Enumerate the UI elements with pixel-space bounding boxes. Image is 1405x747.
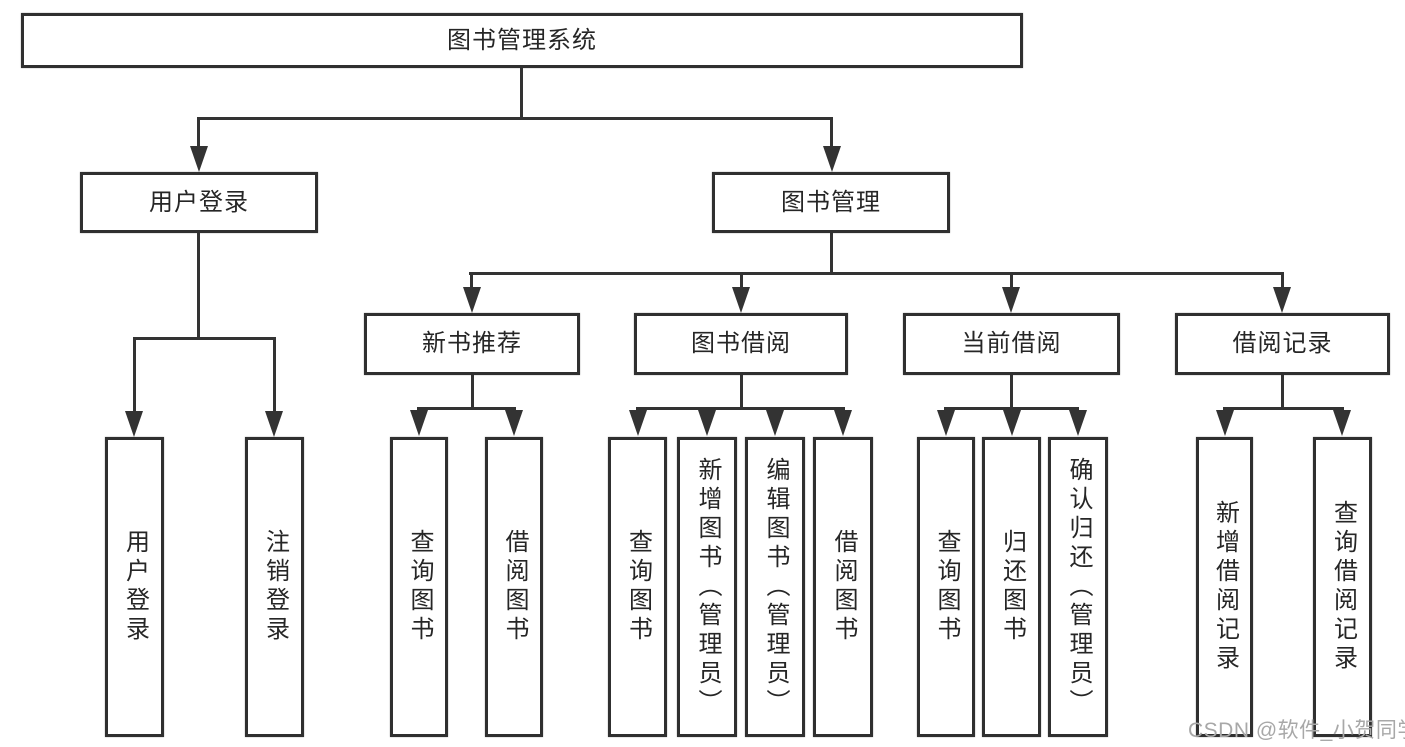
edge-book-borrow-hbar — [636, 407, 845, 410]
leaf-label: 新增图书（管理员） — [694, 456, 721, 718]
edge-stem-user-login — [197, 117, 200, 150]
leaf-query-books-current: 查询图书 — [917, 437, 975, 737]
edge-borrow-records-hbar — [1223, 407, 1344, 410]
leaf-label: 借阅图书 — [830, 529, 857, 645]
leaf-label: 新增借阅记录 — [1211, 500, 1239, 674]
node-user-login: 用户登录 — [80, 172, 318, 233]
edge-stem-current-borrow — [1010, 272, 1013, 289]
arrowhead-leaf-cb-return — [1003, 410, 1021, 436]
edge-stem-leaf-logout — [273, 337, 276, 411]
leaf-label: 借阅图书 — [501, 529, 528, 645]
node-new-book-recommendation: 新书推荐 — [364, 313, 580, 375]
arrowhead-leaf-bb-add — [698, 410, 716, 436]
leaf-label: 查询图书 — [624, 529, 652, 645]
arrowhead-leaf-br-query — [1333, 410, 1351, 436]
leaf-query-borrow-record: 查询借阅记录 — [1313, 437, 1372, 737]
watermark: CSDN @软件_小贺同学 — [1188, 719, 1405, 742]
leaf-user-login: 用户登录 — [105, 437, 164, 737]
arrowhead-leaf-cb-query — [937, 410, 955, 436]
leaf-add-books-admin: 新增图书（管理员） — [677, 437, 737, 737]
arrowhead-leaf-user-login — [125, 411, 143, 437]
edge-book-borrow-trunk — [740, 375, 743, 409]
node-label: 当前借阅 — [961, 330, 1062, 357]
edge-stem-new-book — [470, 272, 473, 289]
edge-stem-book-mgmt — [830, 117, 833, 150]
edge-new-book-trunk — [471, 375, 474, 409]
edge-current-borrow-hbar — [944, 407, 1079, 410]
leaf-borrow-books-borrowing: 借阅图书 — [813, 437, 873, 737]
arrowhead-leaf-bb-borrow — [834, 410, 852, 436]
leaf-label: 查询图书 — [406, 529, 433, 645]
leaf-label: 确认归还（管理员） — [1065, 456, 1092, 718]
edge-stem-borrow-records — [1281, 272, 1284, 289]
arrowhead-user-login — [190, 146, 208, 172]
arrowhead-leaf-nbr-borrow — [505, 410, 523, 436]
edge-user-login-hbar — [133, 337, 276, 340]
node-book-management: 图书管理 — [712, 172, 950, 233]
edge-level3-hbar — [469, 272, 1284, 275]
arrowhead-borrow-records — [1273, 287, 1291, 313]
leaf-add-borrow-record: 新增借阅记录 — [1196, 437, 1253, 737]
node-label: 图书管理 — [781, 188, 881, 216]
leaf-label: 归还图书 — [998, 529, 1026, 645]
leaf-label: 查询图书 — [933, 529, 960, 645]
node-label: 图书借阅 — [691, 330, 791, 357]
leaf-query-books-recommend: 查询图书 — [390, 437, 448, 737]
leaf-edit-books-admin: 编辑图书（管理员） — [745, 437, 805, 737]
leaf-label: 编辑图书（管理员） — [762, 456, 789, 718]
arrowhead-leaf-bb-query — [629, 410, 647, 436]
leaf-label: 查询借阅记录 — [1329, 500, 1357, 674]
arrowhead-leaf-cb-confirm — [1069, 410, 1087, 436]
edge-stem-book-borrow — [740, 272, 743, 289]
edge-current-borrow-trunk — [1010, 375, 1013, 409]
node-label: 用户登录 — [149, 188, 249, 216]
leaf-label: 注销登录 — [261, 529, 289, 645]
edge-user-login-trunk — [197, 233, 200, 339]
edge-stem-leaf-user-login — [133, 337, 136, 411]
node-label: 图书管理系统 — [447, 26, 597, 54]
leaf-borrow-books-recommend: 借阅图书 — [485, 437, 543, 737]
leaf-label: 用户登录 — [121, 529, 149, 645]
leaf-return-books: 归还图书 — [982, 437, 1041, 737]
leaf-query-books-borrowing: 查询图书 — [608, 437, 667, 737]
node-label: 新书推荐 — [422, 330, 522, 357]
arrowhead-leaf-br-add — [1216, 410, 1234, 436]
node-current-borrowing: 当前借阅 — [903, 313, 1120, 375]
node-label: 借阅记录 — [1232, 330, 1333, 357]
edge-root-trunk — [520, 68, 523, 119]
arrowhead-current-borrow — [1002, 287, 1020, 313]
edge-level2-hbar — [197, 117, 833, 120]
arrowhead-new-book — [463, 287, 481, 313]
edge-new-book-hbar — [417, 407, 516, 410]
arrowhead-book-mgmt — [823, 146, 841, 172]
node-library-management-system: 图书管理系统 — [21, 13, 1023, 68]
arrowhead-leaf-logout — [265, 411, 283, 437]
leaf-logout: 注销登录 — [245, 437, 304, 737]
arrowhead-leaf-bb-edit — [766, 410, 784, 436]
edge-book-mgmt-trunk — [830, 233, 833, 274]
arrowhead-leaf-nbr-query — [410, 410, 428, 436]
edge-borrow-records-trunk — [1281, 375, 1284, 409]
arrowhead-book-borrow — [732, 287, 750, 313]
node-borrowing-records: 借阅记录 — [1175, 313, 1390, 375]
node-book-borrowing: 图书借阅 — [634, 313, 848, 375]
leaf-confirm-return-admin: 确认归还（管理员） — [1048, 437, 1108, 737]
